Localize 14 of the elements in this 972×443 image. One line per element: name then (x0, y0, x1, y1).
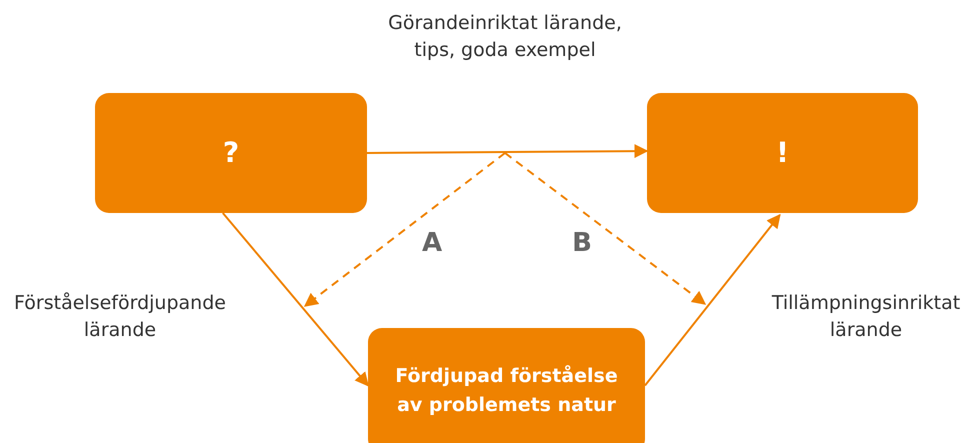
process-box (95, 93, 367, 213)
arrow (222, 212, 369, 387)
edge-label: Tillämpningsinriktat lärande (770, 291, 962, 343)
node-label: ! (776, 135, 789, 171)
process-box (368, 328, 645, 443)
process-box (647, 93, 918, 213)
letter-label: A (420, 230, 444, 257)
edge-label: Förståelsefördjupande lärande (13, 291, 227, 343)
node-label: Fördjupad förståelse av problemets natur (394, 364, 619, 418)
node-label: ? (222, 135, 240, 171)
arrow (644, 214, 781, 386)
edge-label: Görandeinriktat lärande, tips, goda exempel (387, 11, 623, 63)
letter-label: B (571, 230, 593, 257)
arrow (367, 144, 648, 158)
